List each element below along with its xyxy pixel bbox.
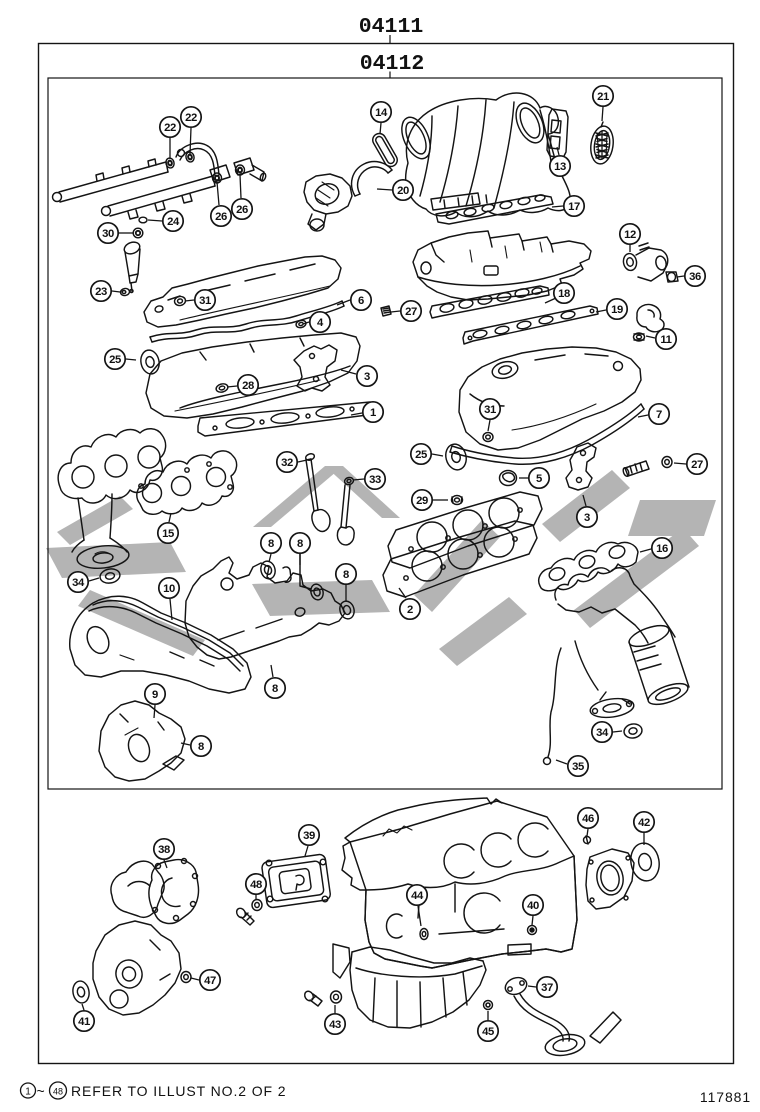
svg-text:2: 2	[407, 604, 413, 616]
svg-text:44: 44	[411, 890, 424, 902]
svg-text:48: 48	[250, 879, 262, 891]
svg-text:4: 4	[317, 317, 324, 329]
svg-text:26: 26	[236, 204, 248, 216]
svg-text:33: 33	[369, 474, 381, 486]
svg-text:27: 27	[405, 306, 417, 318]
svg-text:42: 42	[638, 817, 650, 829]
svg-text:34: 34	[596, 727, 609, 739]
svg-text:28: 28	[242, 380, 254, 392]
svg-text:13: 13	[554, 161, 566, 173]
svg-text:1: 1	[25, 1087, 31, 1098]
svg-text:20: 20	[397, 185, 409, 197]
svg-text:16: 16	[656, 543, 668, 555]
svg-text:~: ~	[37, 1083, 45, 1099]
svg-text:8: 8	[198, 741, 204, 753]
svg-text:24: 24	[167, 216, 180, 228]
svg-text:1: 1	[370, 407, 376, 419]
svg-text:34: 34	[72, 577, 85, 589]
svg-text:11: 11	[660, 334, 671, 346]
svg-text:38: 38	[158, 844, 170, 856]
svg-text:REFER TO ILLUST NO.2 OF 2: REFER TO ILLUST NO.2 OF 2	[71, 1083, 286, 1099]
svg-text:8: 8	[297, 538, 303, 550]
svg-text:45: 45	[482, 1026, 494, 1038]
svg-text:36: 36	[689, 271, 701, 283]
svg-text:04111: 04111	[359, 15, 424, 39]
svg-text:39: 39	[303, 830, 315, 842]
svg-text:117881: 117881	[700, 1089, 751, 1105]
svg-text:04112: 04112	[360, 52, 425, 76]
svg-text:5: 5	[536, 473, 542, 485]
svg-text:47: 47	[204, 975, 216, 987]
svg-text:25: 25	[109, 354, 121, 366]
svg-text:37: 37	[541, 982, 553, 994]
svg-text:29: 29	[416, 495, 428, 507]
svg-text:41: 41	[78, 1016, 90, 1028]
svg-text:10: 10	[163, 583, 175, 595]
svg-text:12: 12	[624, 229, 636, 241]
svg-text:43: 43	[329, 1019, 341, 1031]
svg-text:23: 23	[95, 286, 107, 298]
svg-text:8: 8	[272, 683, 278, 695]
svg-text:22: 22	[185, 112, 197, 124]
svg-text:21: 21	[597, 91, 609, 103]
svg-text:26: 26	[215, 211, 227, 223]
svg-text:25: 25	[415, 449, 427, 461]
svg-text:3: 3	[364, 371, 370, 383]
svg-text:9: 9	[152, 689, 158, 701]
svg-text:19: 19	[611, 304, 623, 316]
svg-text:15: 15	[162, 528, 174, 540]
svg-text:8: 8	[343, 569, 349, 581]
svg-text:27: 27	[691, 459, 703, 471]
svg-text:48: 48	[53, 1087, 63, 1097]
svg-text:35: 35	[572, 761, 584, 773]
svg-text:22: 22	[164, 122, 176, 134]
svg-text:40: 40	[527, 900, 539, 912]
svg-text:8: 8	[268, 538, 274, 550]
svg-text:31: 31	[484, 404, 496, 416]
svg-text:30: 30	[102, 228, 114, 240]
svg-text:14: 14	[375, 107, 388, 119]
svg-text:7: 7	[656, 409, 662, 421]
svg-text:3: 3	[584, 512, 590, 524]
svg-text:18: 18	[558, 288, 570, 300]
svg-text:46: 46	[582, 813, 594, 825]
svg-text:32: 32	[281, 457, 293, 469]
svg-text:17: 17	[568, 201, 580, 213]
svg-text:6: 6	[358, 295, 364, 307]
svg-text:31: 31	[199, 295, 211, 307]
